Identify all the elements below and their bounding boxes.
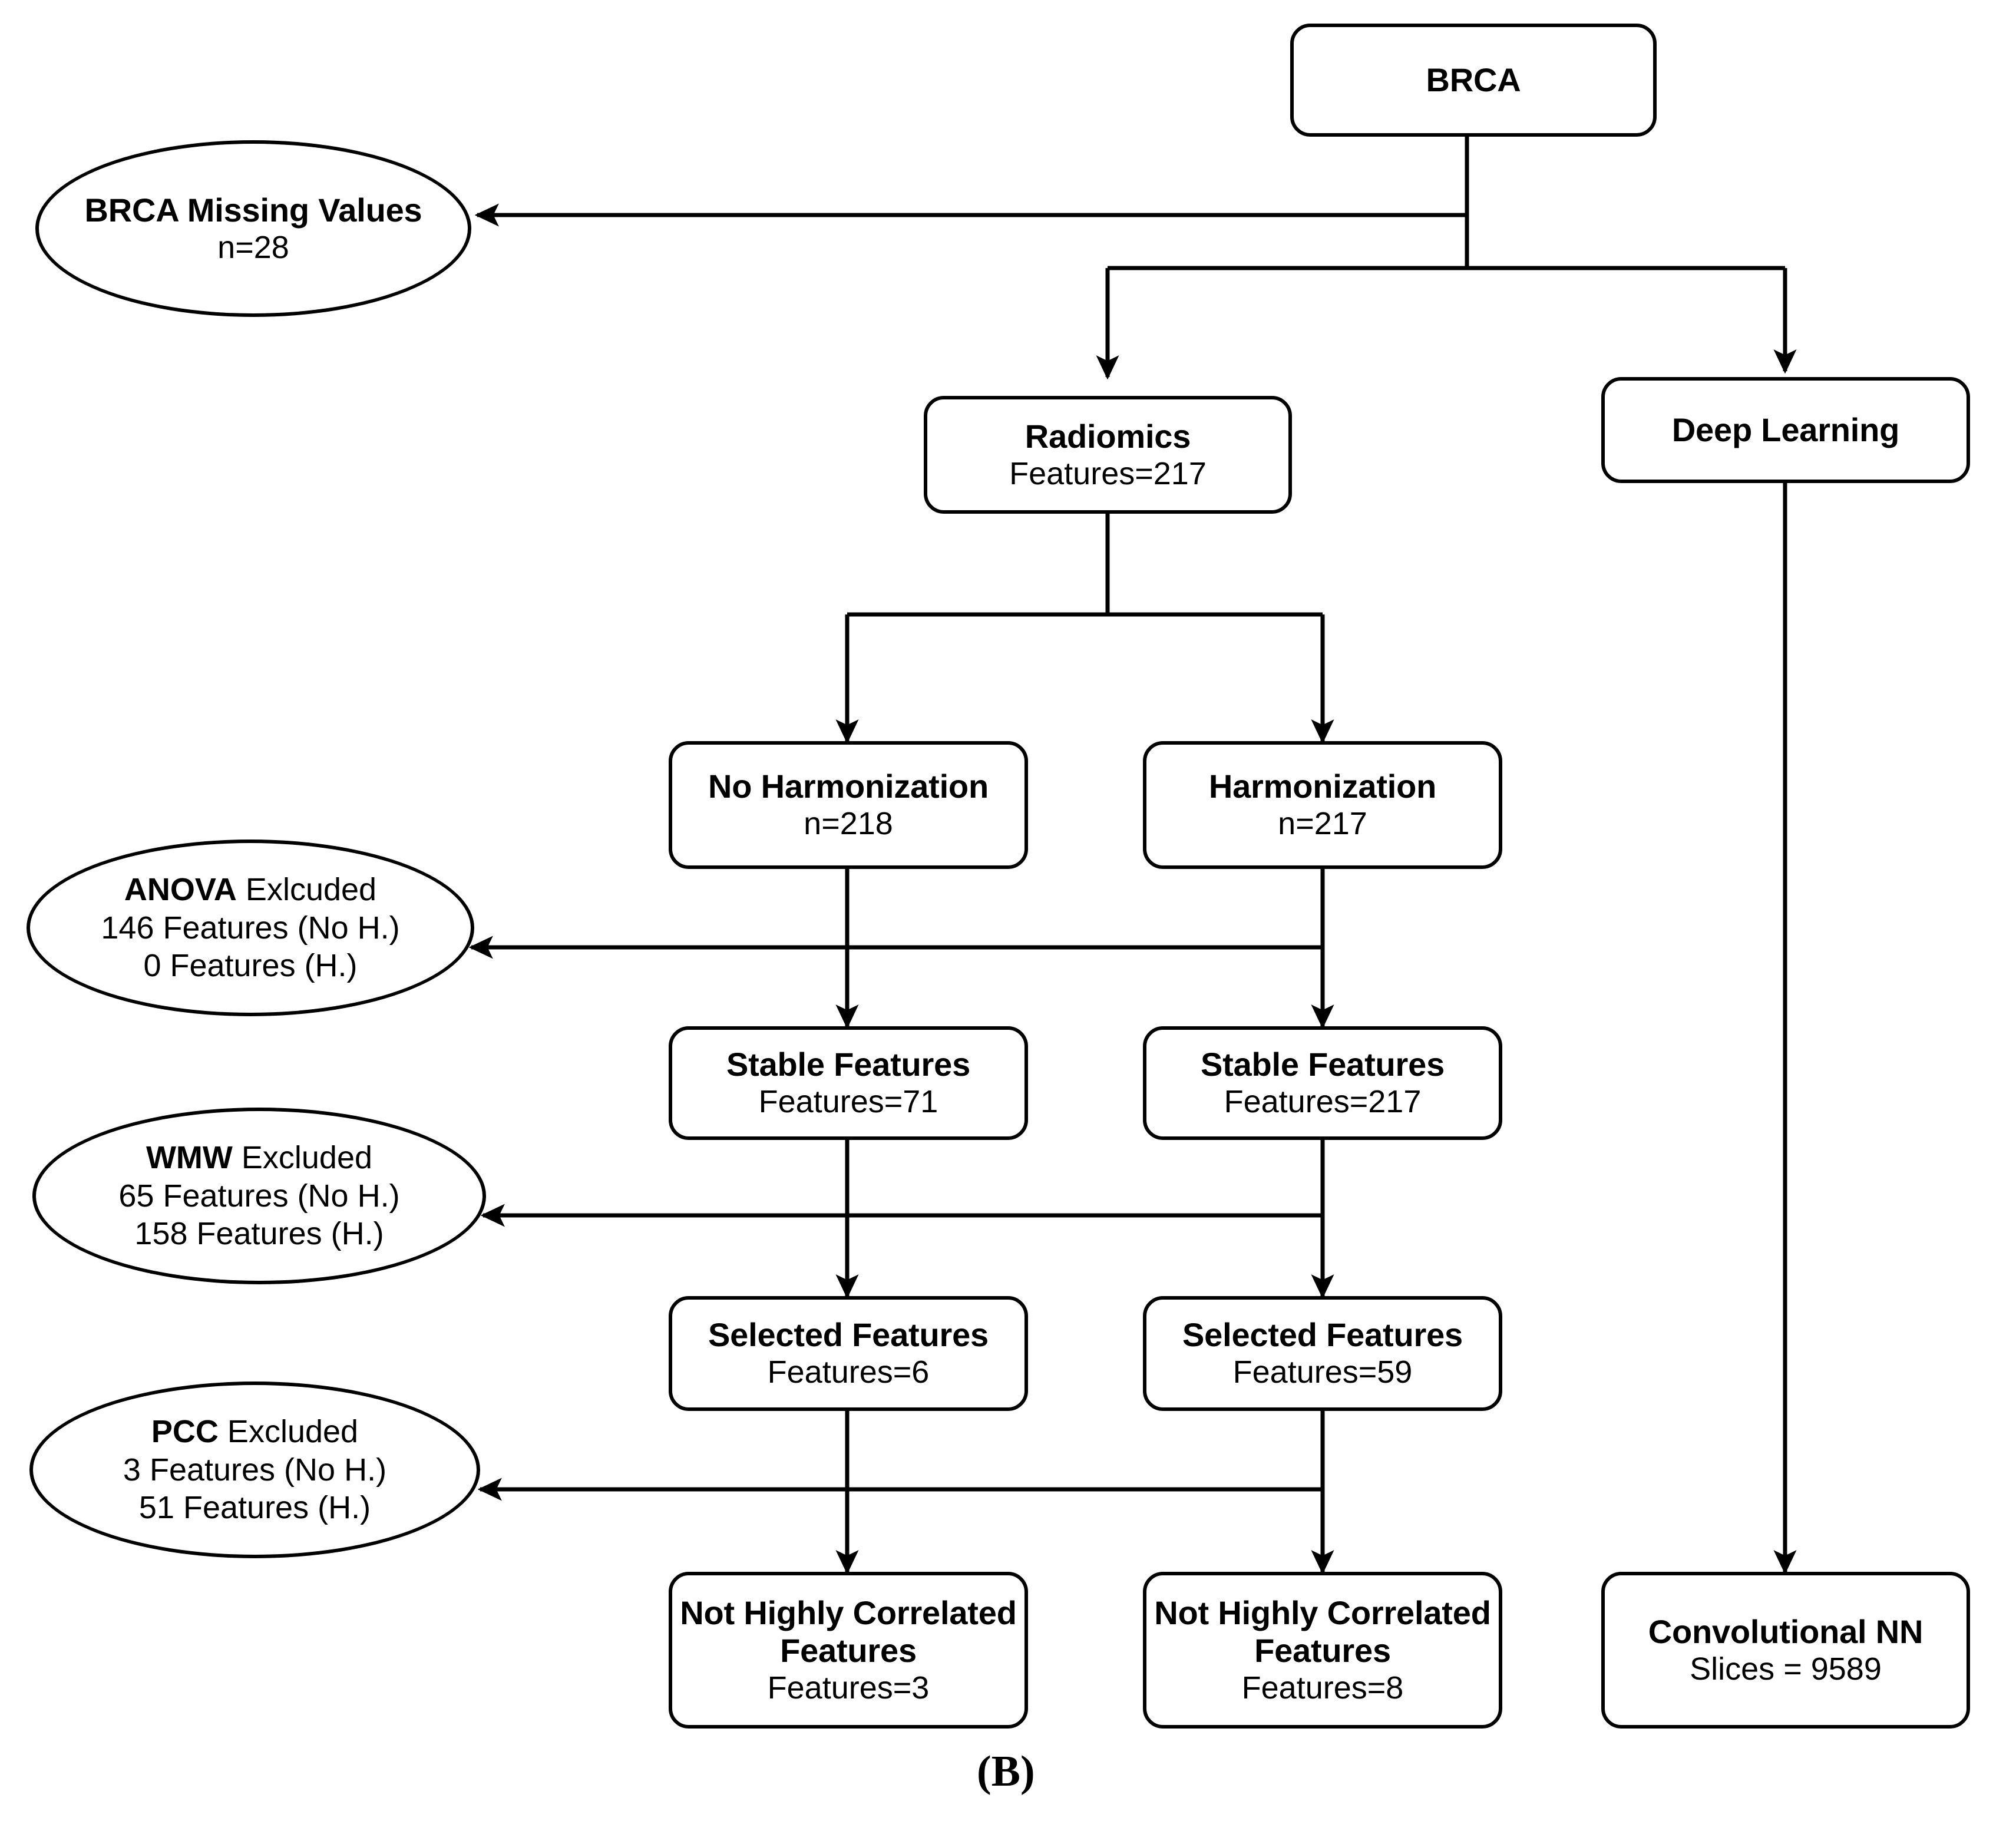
node-brca[interactable]: BRCA — [1290, 24, 1657, 137]
node-pcc-excluded-test: PCC — [151, 1413, 219, 1449]
node-brca-missing-values-title: BRCA Missing Values — [84, 191, 422, 229]
node-stable-features-no-harmonization-count: Features=71 — [758, 1084, 938, 1120]
node-not-highly-correlated-no-harmonization-title: Not Highly Correlated Features — [680, 1594, 1017, 1669]
node-stable-features-harmonization[interactable]: Stable Features Features=217 — [1143, 1026, 1502, 1140]
node-pcc-excluded-line1: 3 Features (No H.) — [123, 1452, 387, 1488]
node-not-highly-correlated-harmonization[interactable]: Not Highly Correlated Features Features=… — [1143, 1572, 1502, 1729]
node-anova-excluded-line2: 0 Features (H.) — [143, 948, 358, 984]
node-convolutional-nn[interactable]: Convolutional NN Slices = 9589 — [1601, 1572, 1970, 1729]
node-not-highly-correlated-harmonization-count: Features=8 — [1241, 1670, 1404, 1706]
node-stable-features-no-harmonization-title: Stable Features — [726, 1046, 971, 1083]
node-radiomics[interactable]: Radiomics Features=217 — [924, 396, 1292, 514]
node-selected-features-harmonization-count: Features=59 — [1232, 1354, 1413, 1390]
node-pcc-excluded-word: Excluded — [218, 1413, 359, 1449]
node-no-harmonization-title: No Harmonization — [708, 768, 989, 805]
node-pcc-excluded-heading: PCC Excluded — [151, 1413, 358, 1451]
node-wmw-excluded-test: WMW — [146, 1139, 233, 1175]
node-brca-title: BRCA — [1426, 61, 1521, 99]
node-selected-features-harmonization[interactable]: Selected Features Features=59 — [1143, 1296, 1502, 1411]
node-convolutional-nn-slices: Slices = 9589 — [1690, 1651, 1882, 1687]
node-anova-excluded-heading: ANOVA Exlcuded — [124, 871, 376, 909]
node-selected-features-no-harmonization-title: Selected Features — [708, 1316, 989, 1354]
node-brca-missing-values-count: n=28 — [217, 229, 289, 265]
node-no-harmonization[interactable]: No Harmonization n=218 — [669, 741, 1028, 869]
node-stable-features-no-harmonization[interactable]: Stable Features Features=71 — [669, 1026, 1028, 1140]
node-radiomics-title: Radiomics — [1024, 417, 1191, 455]
node-not-highly-correlated-no-harmonization-count: Features=3 — [767, 1670, 930, 1706]
node-no-harmonization-count: n=218 — [804, 806, 893, 842]
node-stable-features-harmonization-title: Stable Features — [1200, 1046, 1445, 1083]
node-wmw-excluded-line2: 158 Features (H.) — [134, 1216, 384, 1252]
node-not-highly-correlated-harmonization-title: Not Highly Correlated Features — [1154, 1594, 1491, 1669]
node-convolutional-nn-title: Convolutional NN — [1648, 1612, 1924, 1650]
node-selected-features-harmonization-title: Selected Features — [1182, 1316, 1463, 1354]
node-stable-features-harmonization-count: Features=217 — [1224, 1084, 1422, 1120]
node-deep-learning[interactable]: Deep Learning — [1601, 377, 1970, 483]
node-not-highly-correlated-no-harmonization[interactable]: Not Highly Correlated Features Features=… — [669, 1572, 1028, 1729]
node-wmw-excluded-line1: 65 Features (No H.) — [118, 1178, 400, 1214]
node-anova-excluded-word: Exlcuded — [236, 871, 377, 907]
node-deep-learning-title: Deep Learning — [1671, 411, 1900, 449]
node-wmw-excluded[interactable]: WMW Excluded 65 Features (No H.) 158 Fea… — [32, 1108, 486, 1284]
node-anova-excluded-line1: 146 Features (No H.) — [101, 910, 400, 946]
panel-caption: (B) — [977, 1747, 1035, 1796]
node-radiomics-features: Features=217 — [1009, 455, 1207, 491]
node-selected-features-no-harmonization-count: Features=6 — [767, 1354, 930, 1390]
node-harmonization-title: Harmonization — [1208, 768, 1437, 805]
node-anova-excluded[interactable]: ANOVA Exlcuded 146 Features (No H.) 0 Fe… — [27, 840, 474, 1016]
node-brca-missing-values[interactable]: BRCA Missing Values n=28 — [35, 140, 471, 317]
node-harmonization-count: n=217 — [1278, 806, 1367, 842]
node-wmw-excluded-heading: WMW Excluded — [146, 1139, 372, 1177]
node-harmonization[interactable]: Harmonization n=217 — [1143, 741, 1502, 869]
node-wmw-excluded-word: Excluded — [232, 1139, 373, 1175]
node-selected-features-no-harmonization[interactable]: Selected Features Features=6 — [669, 1296, 1028, 1411]
node-pcc-excluded[interactable]: PCC Excluded 3 Features (No H.) 51 Featu… — [29, 1382, 480, 1558]
node-pcc-excluded-line2: 51 Features (H.) — [138, 1490, 371, 1526]
node-anova-excluded-test: ANOVA — [124, 871, 237, 907]
